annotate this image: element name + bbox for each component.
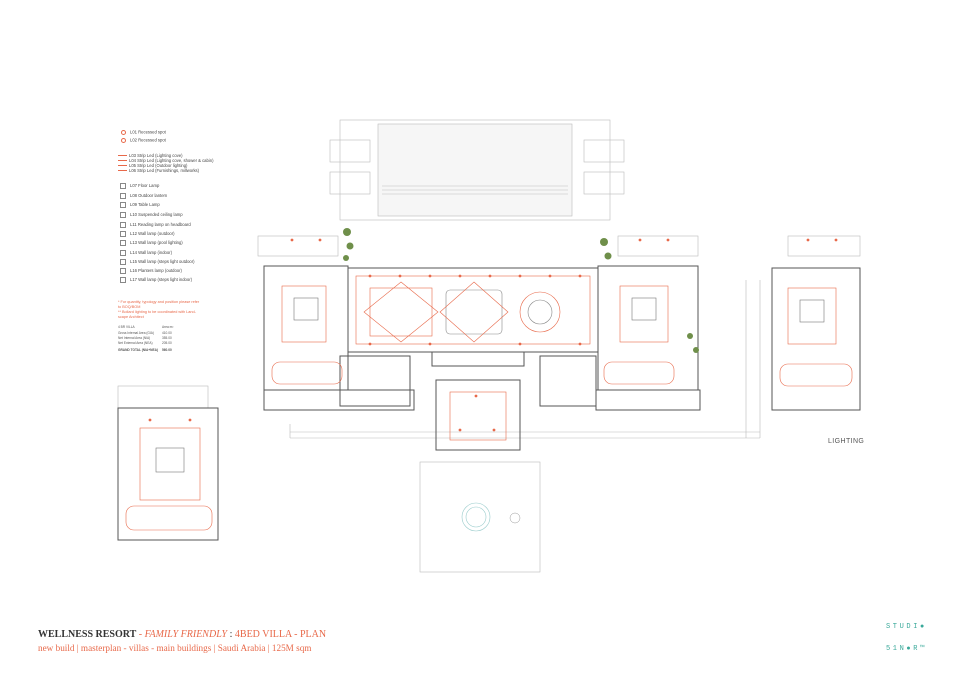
legend-label: L04 Strip Led (Lighting cove, shower & c… — [129, 158, 214, 163]
sheet-label: LIGHTING — [828, 438, 865, 445]
legend-item: L05 Strip Led (Outdoor lighting) — [118, 163, 188, 168]
light-fixture-icon — [120, 240, 126, 246]
area-row-label: Net Internal Area (NIA) — [118, 336, 151, 340]
legend-item: L09 Table Lamp — [118, 202, 160, 208]
light-fixture-icon — [120, 183, 126, 189]
light-fixture-icon — [120, 202, 126, 208]
legend-item: L01 Recessed spot — [118, 130, 166, 135]
legend-item: L15 Wall lamp (steps light outdoor) — [118, 259, 195, 265]
area-row-value: 410.00 — [162, 331, 172, 335]
area-row-value: 205.00 — [162, 341, 172, 345]
strip-light-icon — [118, 160, 127, 162]
area-total-value: 560.00 — [162, 348, 172, 352]
title-rest: 4BED VILLA - PLAN — [234, 629, 327, 640]
legend-label: L01 Recessed spot — [130, 129, 166, 135]
strip-light-icon — [118, 170, 127, 172]
legend-item: L06 Strip Led (Furnishings, millworks) — [118, 168, 200, 173]
lighting-notes: * For quantity, typology and position pl… — [118, 300, 199, 320]
legend-label: L05 Strip Led (Outdoor lighting) — [129, 163, 188, 168]
legend-item: L13 Wall lamp (pool lighting) — [118, 240, 183, 246]
light-fixture-icon — [120, 250, 126, 256]
area-header-value: Area m² — [162, 325, 174, 329]
area-header: 4 BR VILLA — [118, 325, 135, 329]
legend-item: L04 Strip Led (Lighting cove, shower & c… — [118, 158, 214, 163]
note-line: scape Architect — [118, 315, 144, 319]
legend-item: L08 Outdoor lantern — [118, 193, 167, 199]
light-fixture-icon — [121, 138, 126, 143]
legend-label: L14 Wall lamp (indoor) — [130, 250, 172, 256]
title-sep: : — [227, 629, 235, 640]
legend-item: L12 Wall lamp (outdoor) — [118, 231, 175, 237]
lighting-fixtures — [148, 238, 838, 432]
site-outlines — [117, 119, 861, 573]
legend-item: L10 Suspended ceiling lamp — [118, 212, 183, 218]
light-fixture-icon — [120, 193, 126, 199]
project-title: WELLNESS RESORT - FAMILY FRIENDLY : 4BED… — [38, 629, 326, 640]
legend-item: L07 Floor Lamp — [118, 183, 159, 189]
area-total-label: GRAND TOTAL (NIA+NEA) — [118, 348, 158, 352]
light-fixture-icon — [120, 222, 126, 228]
legend-item: L16 Planters lamp (outdoor) — [118, 268, 182, 274]
legend-label: L11 Reading lamp on headboard — [130, 222, 191, 228]
legend-label: L03 Strip Led (Lighting cove) — [129, 153, 183, 158]
note-line: to BOQ/BOM — [118, 305, 141, 309]
legend-label: L13 Wall lamp (pool lighting) — [130, 240, 183, 246]
note-line: * For quantity, typology and position pl… — [118, 300, 200, 304]
legend-label: L17 Wall lamp (steps light indoor) — [130, 277, 192, 283]
strip-light-icon — [118, 155, 127, 157]
legend-item: L14 Wall lamp (indoor) — [118, 250, 172, 256]
logo-line: STUDI● — [886, 623, 927, 631]
lighting-layout — [125, 275, 853, 531]
legend-item: L17 Wall lamp (steps light indoor) — [118, 277, 192, 283]
planting — [343, 228, 699, 524]
area-row-label: Gross Internal Area (GIA) — [118, 331, 154, 335]
legend-label: L08 Outdoor lantern — [130, 193, 168, 199]
building-walls — [117, 265, 861, 541]
area-row-value: 355.00 — [162, 336, 172, 340]
strip-light-icon — [118, 165, 127, 167]
light-fixture-icon — [120, 212, 126, 218]
logo-line: 51N●R™ — [886, 645, 927, 653]
light-fixture-icon — [120, 268, 126, 274]
legend-label: L02 Recessed spot — [130, 137, 166, 143]
project-subtitle: new build | masterplan - villas - main b… — [38, 643, 312, 653]
light-fixture-icon — [120, 231, 126, 237]
note-line: ** Bollard lighting to be coordinated wi… — [118, 310, 196, 314]
legend-label: L15 Wall lamp (steps light outdoor) — [130, 259, 195, 265]
legend-label: L16 Planters lamp (outdoor) — [130, 268, 182, 274]
title-bold: WELLNESS RESORT — [38, 629, 137, 640]
studio-logo: STUDI● 51N●R™ — [886, 623, 946, 663]
legend-label: L12 Wall lamp (outdoor) — [130, 231, 175, 237]
light-fixture-icon — [120, 259, 126, 265]
legend-item: L02 Recessed spot — [118, 138, 166, 143]
area-row-label: Net External Area (NEA) — [118, 341, 153, 345]
legend-label: L09 Table Lamp — [130, 202, 160, 208]
title-sep: - — [136, 629, 145, 640]
legend-label: L06 Strip Led (Furnishings, millworks) — [129, 168, 200, 173]
legend-item: L03 Strip Led (Lighting cove) — [118, 153, 183, 158]
legend-label: L10 Suspended ceiling lamp — [130, 212, 183, 218]
legend-item: L11 Reading lamp on headboard — [118, 222, 191, 228]
legend-label: L07 Floor Lamp — [130, 183, 160, 189]
title-italic: FAMILY FRIENDLY — [144, 629, 228, 640]
light-fixture-icon — [120, 277, 126, 283]
light-fixture-icon — [121, 130, 126, 135]
